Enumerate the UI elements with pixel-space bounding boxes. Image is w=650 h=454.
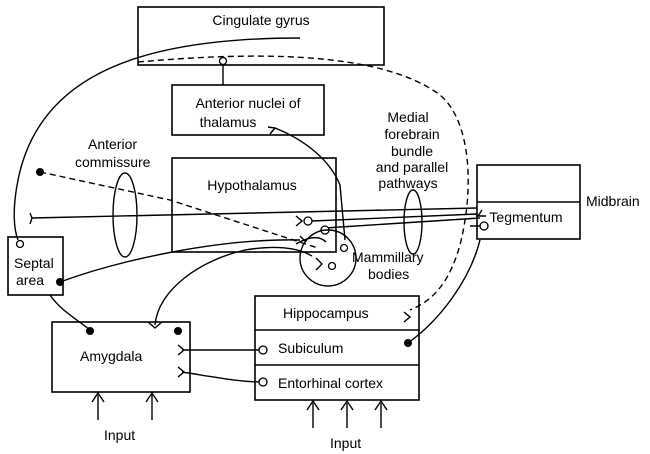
anterior-nuclei-label-line2: thalamus bbox=[200, 114, 257, 130]
cingulum-solid-loop bbox=[13, 37, 301, 241]
tegmentum-box: Tegmentum bbox=[476, 164, 581, 240]
cingulate-gyrus-box: Cingulate gyrus bbox=[137, 6, 385, 66]
mfb-label-line2: forebrain bbox=[384, 126, 439, 142]
tegmentum-label: Tegmentum bbox=[489, 209, 562, 225]
mammillary-bodies-label-line1: Mammillary bbox=[352, 249, 424, 265]
septal-area-box: Septal area bbox=[7, 236, 64, 296]
anterior-commissure-ellipse bbox=[112, 172, 138, 258]
mfb-label-line1: Medial bbox=[387, 109, 428, 125]
anterior-commissure-label-line1: Anterior bbox=[88, 136, 137, 152]
hippocampus-label: Hippocampus bbox=[283, 305, 369, 321]
septal-to-mammillary-fiber bbox=[59, 239, 301, 283]
input-right-label: Input bbox=[330, 435, 361, 451]
input-arrows-amygdala bbox=[91, 391, 159, 420]
mfb-fiber-upper bbox=[31, 207, 478, 219]
mammillary-bodies-label-line2: bodies bbox=[368, 266, 409, 282]
mammillary-bodies bbox=[299, 229, 357, 287]
subiculum-to-tegmentum bbox=[407, 239, 481, 344]
septal-area-label-line1: Septal bbox=[14, 255, 54, 271]
anterior-nuclei-label-line1: Anterior nuclei of bbox=[195, 95, 300, 111]
midbrain-label: Midbrain bbox=[586, 193, 640, 209]
subiculum-label: Subiculum bbox=[278, 340, 343, 356]
stria-terminalis bbox=[154, 246, 313, 326]
hippocampal-formation-box: Hippocampus Subiculum Entorhinal cortex bbox=[254, 295, 420, 401]
input-left-label: Input bbox=[104, 427, 135, 443]
mfb-label-line5: pathways bbox=[378, 175, 437, 191]
hypothalamus-label: Hypothalamus bbox=[207, 177, 297, 193]
mfb-label-line4: and parallel bbox=[376, 159, 448, 175]
septal-area-label-line2: area bbox=[16, 272, 44, 288]
amygdala-label: Amygdala bbox=[80, 348, 142, 364]
hypothalamus-box: Hypothalamus bbox=[171, 157, 337, 253]
mfb-label-line3: bundle bbox=[391, 143, 433, 159]
mfb-fiber-middle bbox=[311, 213, 478, 222]
mammillothalamic-tract bbox=[274, 127, 346, 241]
entorhinal-cortex-label: Entorhinal cortex bbox=[278, 375, 383, 391]
dashed-fornix-pathway bbox=[39, 171, 319, 249]
amygdala-entorhinal-link bbox=[181, 371, 263, 383]
anterior-commissure-label-line2: commissure bbox=[75, 154, 151, 170]
mfb-ellipse bbox=[403, 189, 423, 255]
cingulum-dashed-loop bbox=[137, 55, 469, 311]
cingulate-gyrus-label: Cingulate gyrus bbox=[212, 12, 309, 28]
input-arrows-entorhinal bbox=[306, 399, 388, 428]
septal-amygdala-link bbox=[49, 294, 91, 331]
amygdala-box: Amygdala bbox=[51, 321, 191, 393]
anterior-nuclei-box: Anterior nuclei of thalamus bbox=[171, 84, 325, 136]
